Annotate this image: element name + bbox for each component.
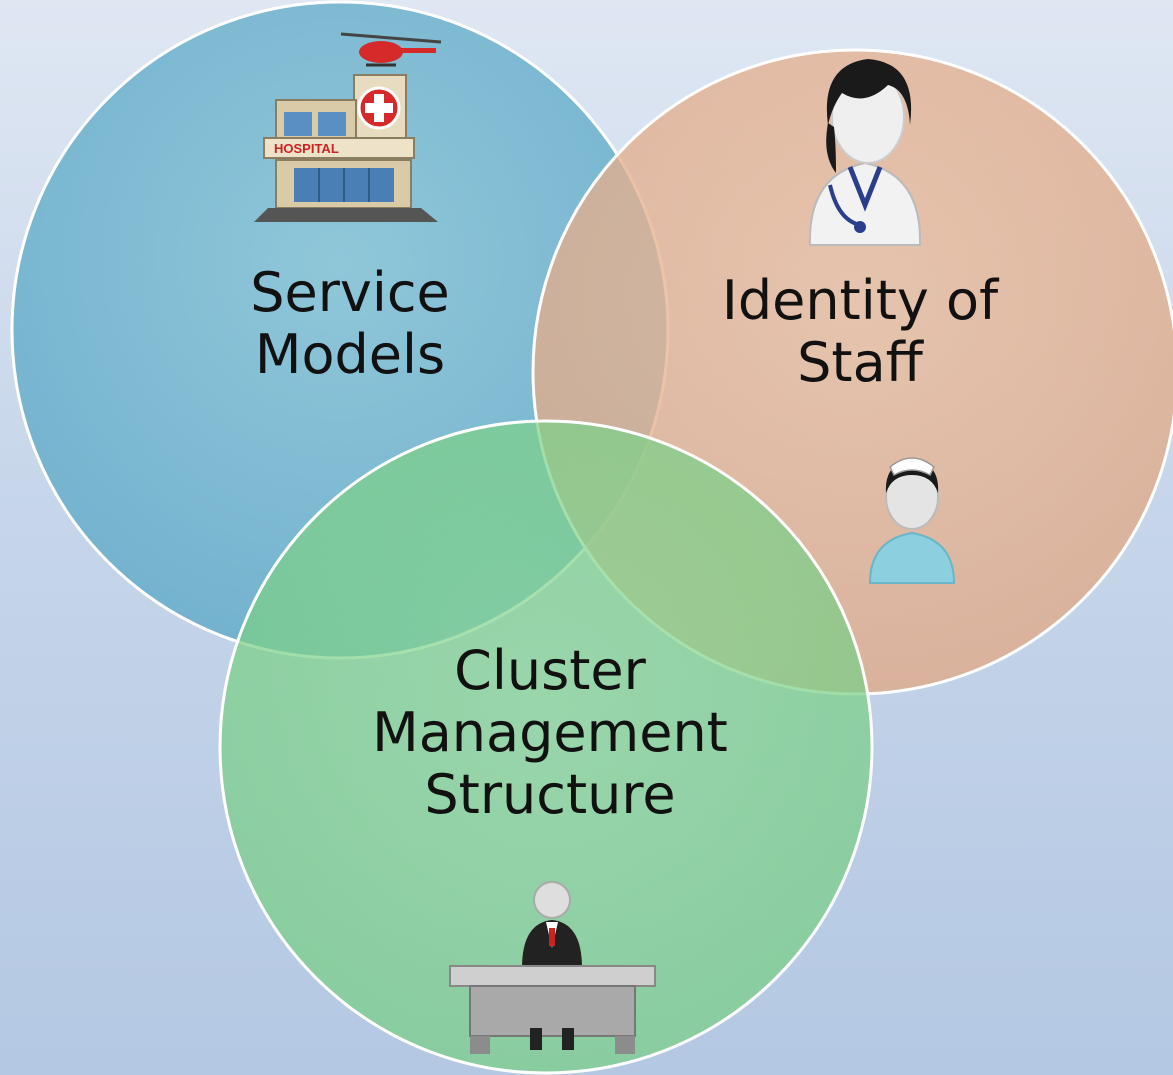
service-models-label: Service Models — [190, 262, 510, 386]
hospital-icon: HOSPITAL — [254, 32, 442, 222]
identity-of-staff-label: Identity of Staff — [680, 270, 1040, 394]
nurse-icon — [868, 457, 956, 584]
service-models-line-1: Service — [250, 261, 450, 324]
cluster-management-line-2: Management — [372, 701, 728, 764]
doctor-icon — [808, 59, 922, 246]
identity-of-staff-line-1: Identity of — [721, 269, 999, 332]
cluster-management-line-3: Structure — [424, 763, 676, 826]
cluster-management-label: Cluster Management Structure — [300, 640, 800, 826]
service-models-line-2: Models — [254, 323, 446, 386]
hospital-sign: HOSPITAL — [274, 141, 339, 156]
cluster-management-line-1: Cluster — [454, 639, 646, 702]
identity-of-staff-line-2: Staff — [797, 331, 923, 394]
cluster-management-circle — [218, 419, 874, 1075]
helicopter-icon — [340, 32, 442, 67]
manager-at-desk-icon — [449, 881, 656, 1054]
